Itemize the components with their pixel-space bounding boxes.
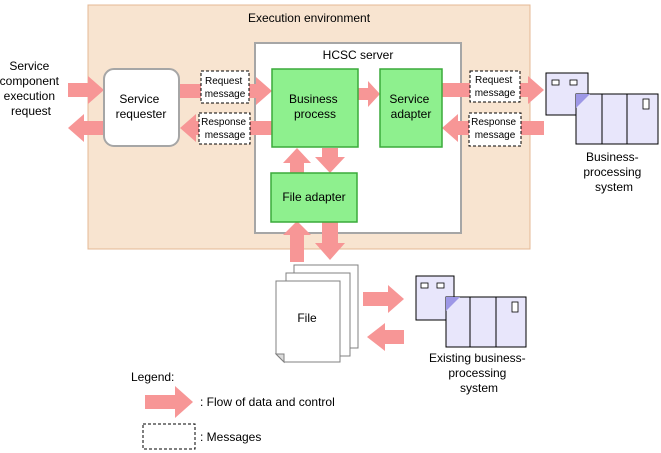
arrow-file-adapter-down <box>315 148 345 173</box>
existing-business-processing-system-label: Existing business- processing system <box>429 351 529 395</box>
arrow-file-adapter-up <box>283 148 311 173</box>
response-message-right <box>468 112 522 147</box>
arrow-request-in <box>68 76 104 104</box>
legend-flow-label: : Flow of data and control <box>200 395 335 409</box>
business-processing-system-icon <box>545 72 659 145</box>
legend-message-box <box>142 423 196 450</box>
legend-flow-arrow <box>145 386 193 418</box>
arrow-file-to-adapter <box>283 221 311 262</box>
service-adapter <box>379 68 443 148</box>
response-message-left-label: Response message <box>201 117 249 141</box>
request-message-right-label: Request message <box>475 75 516 99</box>
arrow-adapter-to-file <box>315 222 345 260</box>
service-requester-label: Service requester <box>116 92 167 121</box>
business-process <box>271 68 359 148</box>
legend-title: Legend: <box>131 370 174 384</box>
business-process-label: Business process <box>289 92 341 121</box>
input-label: Service component execution request <box>0 59 62 118</box>
request-message-right <box>469 70 521 103</box>
existing-business-processing-system-icon <box>415 275 527 348</box>
hcsc-server-label: HCSC server <box>323 48 394 62</box>
file-icon <box>274 264 359 364</box>
file-adapter-label: File adapter <box>282 190 345 204</box>
response-message-right-label: Response message <box>471 117 519 141</box>
request-message-left-label: Request message <box>205 76 246 100</box>
response-message-left <box>198 112 251 145</box>
request-message-left <box>200 70 250 104</box>
environment-title: Execution environment <box>248 11 371 25</box>
arrow-existing-to-file <box>367 323 404 351</box>
arrow-file-to-existing <box>363 285 404 313</box>
file-adapter <box>270 172 358 223</box>
arrow-process-to-adapter <box>358 81 380 107</box>
business-processing-system-label: Business- processing system <box>583 150 644 194</box>
legend-messages-label: : Messages <box>200 430 261 444</box>
file-label: File <box>297 311 317 325</box>
arrow-response-out <box>68 114 104 142</box>
service-requester <box>103 68 180 147</box>
service-adapter-label: Service adapter <box>389 92 432 121</box>
